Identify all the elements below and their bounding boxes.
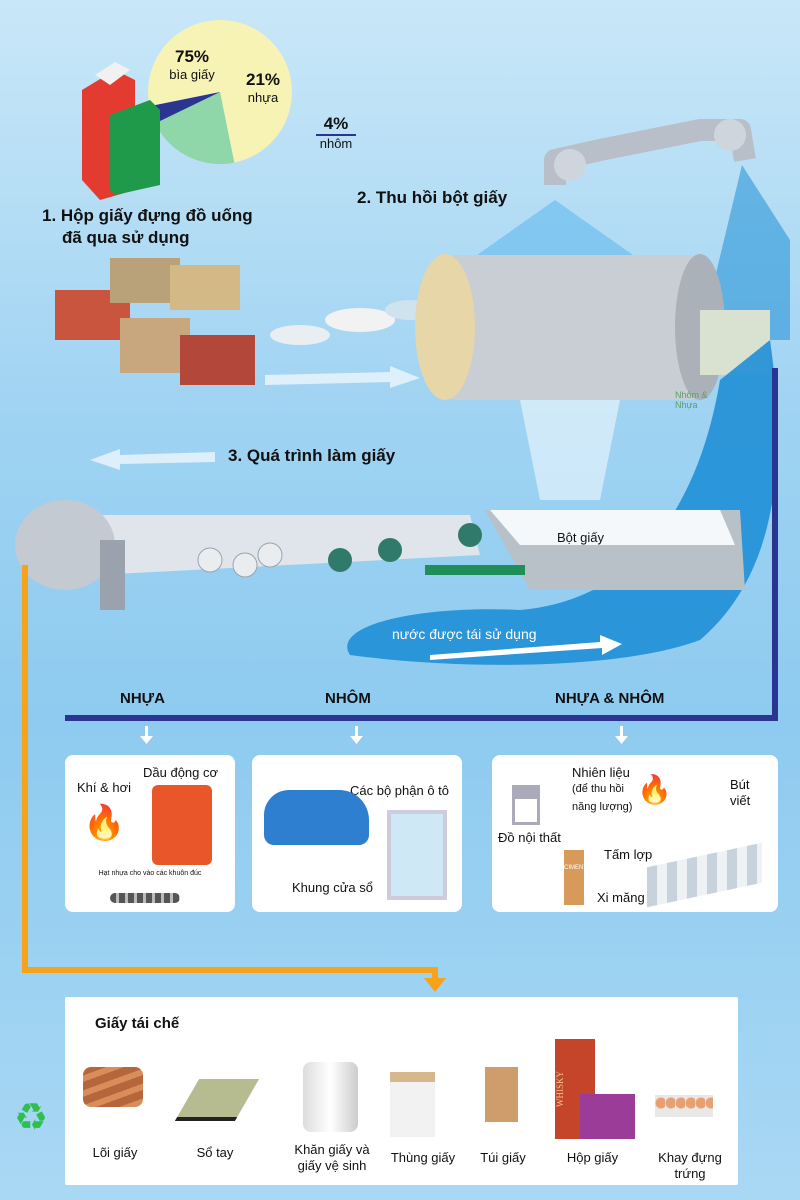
- step-2-title: 2. Thu hồi bột giấy: [357, 188, 508, 207]
- recycled-paper-flow-line: [22, 565, 438, 982]
- category-plastic-title: NHỰA: [120, 690, 165, 707]
- pulper-drum-illustration: [415, 254, 770, 500]
- flow-arrow-left-icon: [90, 449, 215, 470]
- recycled-paper-title: Giấy tái chế: [95, 1015, 180, 1032]
- gift-box-icon: [580, 1094, 635, 1139]
- window-frame-icon: [387, 810, 447, 900]
- reused-water-label: nước được tái sử dụng: [392, 626, 537, 642]
- pie-label-paperboard: 75% bìa giấy: [169, 47, 215, 82]
- pie-slice-0: [148, 19, 292, 163]
- pie-label-aluminium: 4% nhôm: [316, 114, 356, 151]
- category-both-title: NHỰA & NHÔM: [555, 690, 665, 707]
- composition-pie-chart: [148, 19, 292, 164]
- pie-slice-1: [155, 92, 235, 164]
- recycle-icon: ♻: [14, 1097, 49, 1139]
- drink-carton-illustration: [82, 62, 160, 200]
- shredded-material-illustration: [270, 300, 435, 345]
- gas-flame-icon: 🔥: [83, 804, 126, 842]
- roof-sheet-icon: [647, 842, 762, 908]
- plastic-pellets-icon: [110, 893, 180, 903]
- down-arrows: [140, 726, 628, 744]
- pulp-label: Bột giấy: [557, 530, 604, 545]
- pie-slice-2: [149, 92, 220, 124]
- carton-bales-illustration: [55, 258, 255, 385]
- al-plastic-label: Nhôm & Nhựa: [675, 390, 708, 410]
- fire-icon: 🔥: [637, 774, 672, 805]
- step-1-title: 1. Hộp giấy đựng đồ uống đã qua sử dụng: [42, 206, 253, 248]
- pie-label-plastic: 21% nhựa: [245, 70, 281, 105]
- notebook-icon: [174, 1079, 260, 1121]
- category-aluminium-title: NHÔM: [325, 690, 371, 707]
- tissue-roll-icon: [303, 1062, 358, 1132]
- byproduct-flow-line: [65, 368, 778, 721]
- cement-bag-icon: CIMENT: [564, 850, 587, 905]
- paper-tube-icon: [83, 1067, 143, 1107]
- step-3-title: 3. Quá trình làm giấy: [228, 446, 396, 465]
- reuse-arrow-icon: [430, 635, 622, 660]
- arrow-down-icon: [424, 978, 446, 992]
- plastic-products-card: Khí & hơi Dầu động cơ 🔥 Hạt nhựa cho vào…: [65, 755, 235, 912]
- recycled-paper-card: Giấy tái chế WHISKY Lõi giấy Sổ tay Khăn…: [65, 997, 738, 1185]
- plastic-aluminium-products-card: Nhiên liệu (để thu hồi năng lượng) 🔥 Bút…: [492, 755, 778, 912]
- paper-bag-icon: [485, 1067, 518, 1122]
- motor-oil-can-icon: [152, 785, 212, 865]
- chair-icon: [512, 785, 540, 825]
- flow-arrow-right-icon: [265, 366, 420, 388]
- cardboard-box-icon: [390, 1072, 435, 1137]
- aluminium-products-card: Các bộ phận ô tô Khung cửa sổ: [252, 755, 462, 912]
- car-icon: [264, 790, 369, 845]
- paper-machine-illustration: [15, 500, 745, 610]
- egg-tray-icon: [655, 1095, 713, 1117]
